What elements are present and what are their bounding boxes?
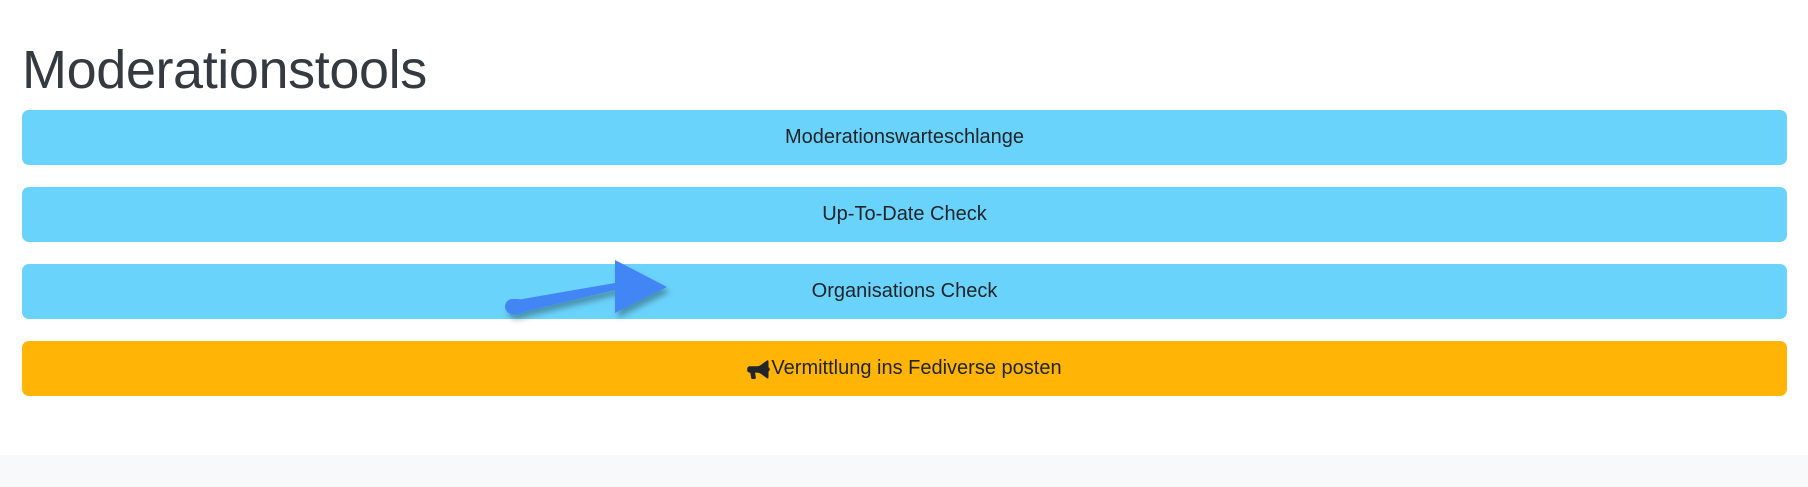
organisations-check-button-label: Organisations Check [811,280,998,302]
vermittlung-ins-fediverse-posten-button-label: Vermittlung ins Fediverse posten [771,357,1062,379]
footer-strip [0,455,1808,487]
moderationswarteschlange-button-label: Moderationswarteschlange [784,126,1025,148]
megaphone-icon [747,359,771,380]
organisations-check-button[interactable]: Organisations Check [22,264,1787,319]
vermittlung-ins-fediverse-posten-button[interactable]: Vermittlung ins Fediverse posten [22,341,1787,396]
moderation-tools-button-list: Moderationswarteschlange Up-To-Date Chec… [22,110,1787,396]
page-title: Moderationstools [22,40,427,101]
moderationswarteschlange-button[interactable]: Moderationswarteschlange [22,110,1787,165]
up-to-date-check-button[interactable]: Up-To-Date Check [22,187,1787,242]
up-to-date-check-button-label: Up-To-Date Check [822,203,987,225]
